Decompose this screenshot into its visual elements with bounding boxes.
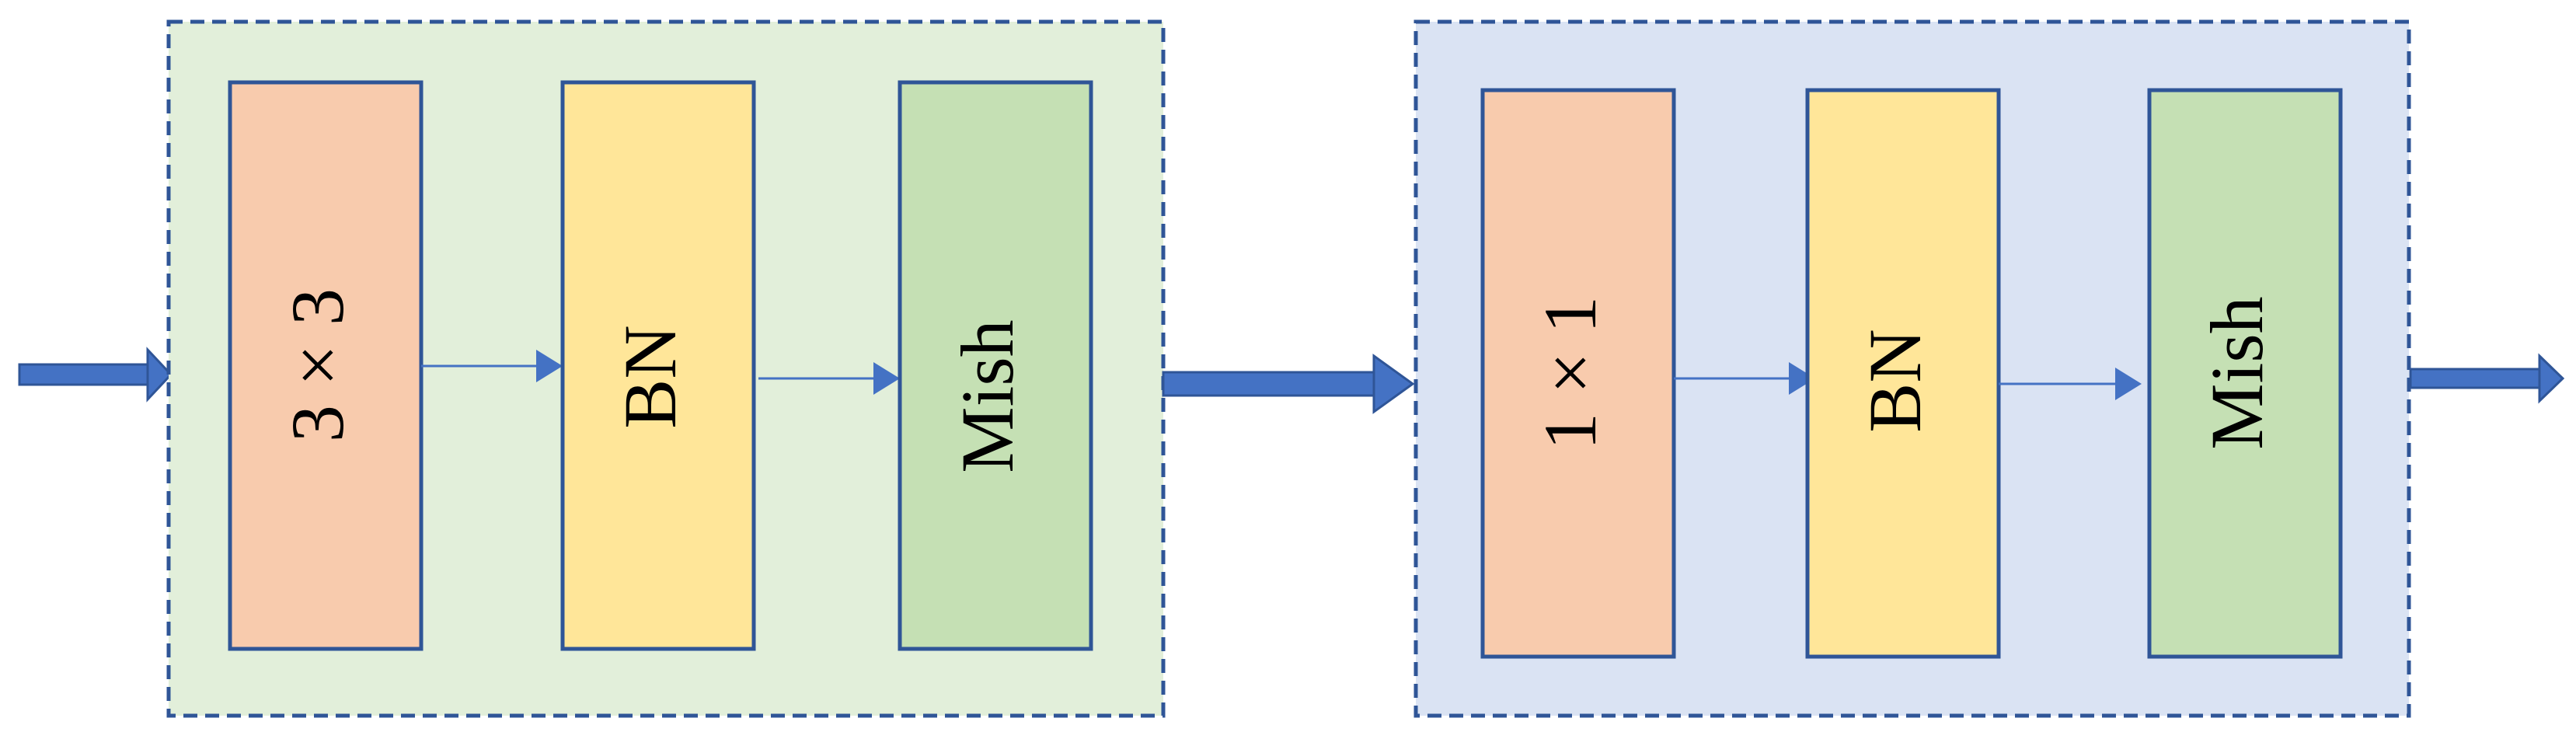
group1-conv-block: 3 × 3	[228, 80, 424, 651]
group2-mish-label: Mish	[2195, 296, 2278, 449]
group1-mish-block: Mish	[898, 80, 1093, 651]
group2-conv-label: 1 × 1	[1529, 296, 1612, 450]
input-arrow	[18, 347, 173, 403]
group2-arrowhead-conv-bn	[1789, 362, 1815, 395]
group1-arrowhead-bn-mish	[873, 362, 900, 395]
group1-bn-block: BN	[560, 80, 756, 651]
group2-bn-block: BN	[1805, 88, 2001, 659]
group1-arrowhead-conv-bn	[536, 350, 563, 382]
output-arrow	[2409, 353, 2565, 404]
group2-conv-block: 1 × 1	[1480, 88, 1676, 659]
group2-bn-label: BN	[1853, 329, 1936, 432]
group1-mish-label: Mish	[946, 319, 1029, 472]
middle-arrow	[1162, 354, 1415, 414]
group1-bn-label: BN	[608, 325, 692, 428]
group2-mish-block: Mish	[2147, 88, 2343, 659]
group2-arrowhead-bn-mish	[2115, 368, 2142, 400]
group1-conv-label: 3 × 3	[276, 288, 359, 442]
